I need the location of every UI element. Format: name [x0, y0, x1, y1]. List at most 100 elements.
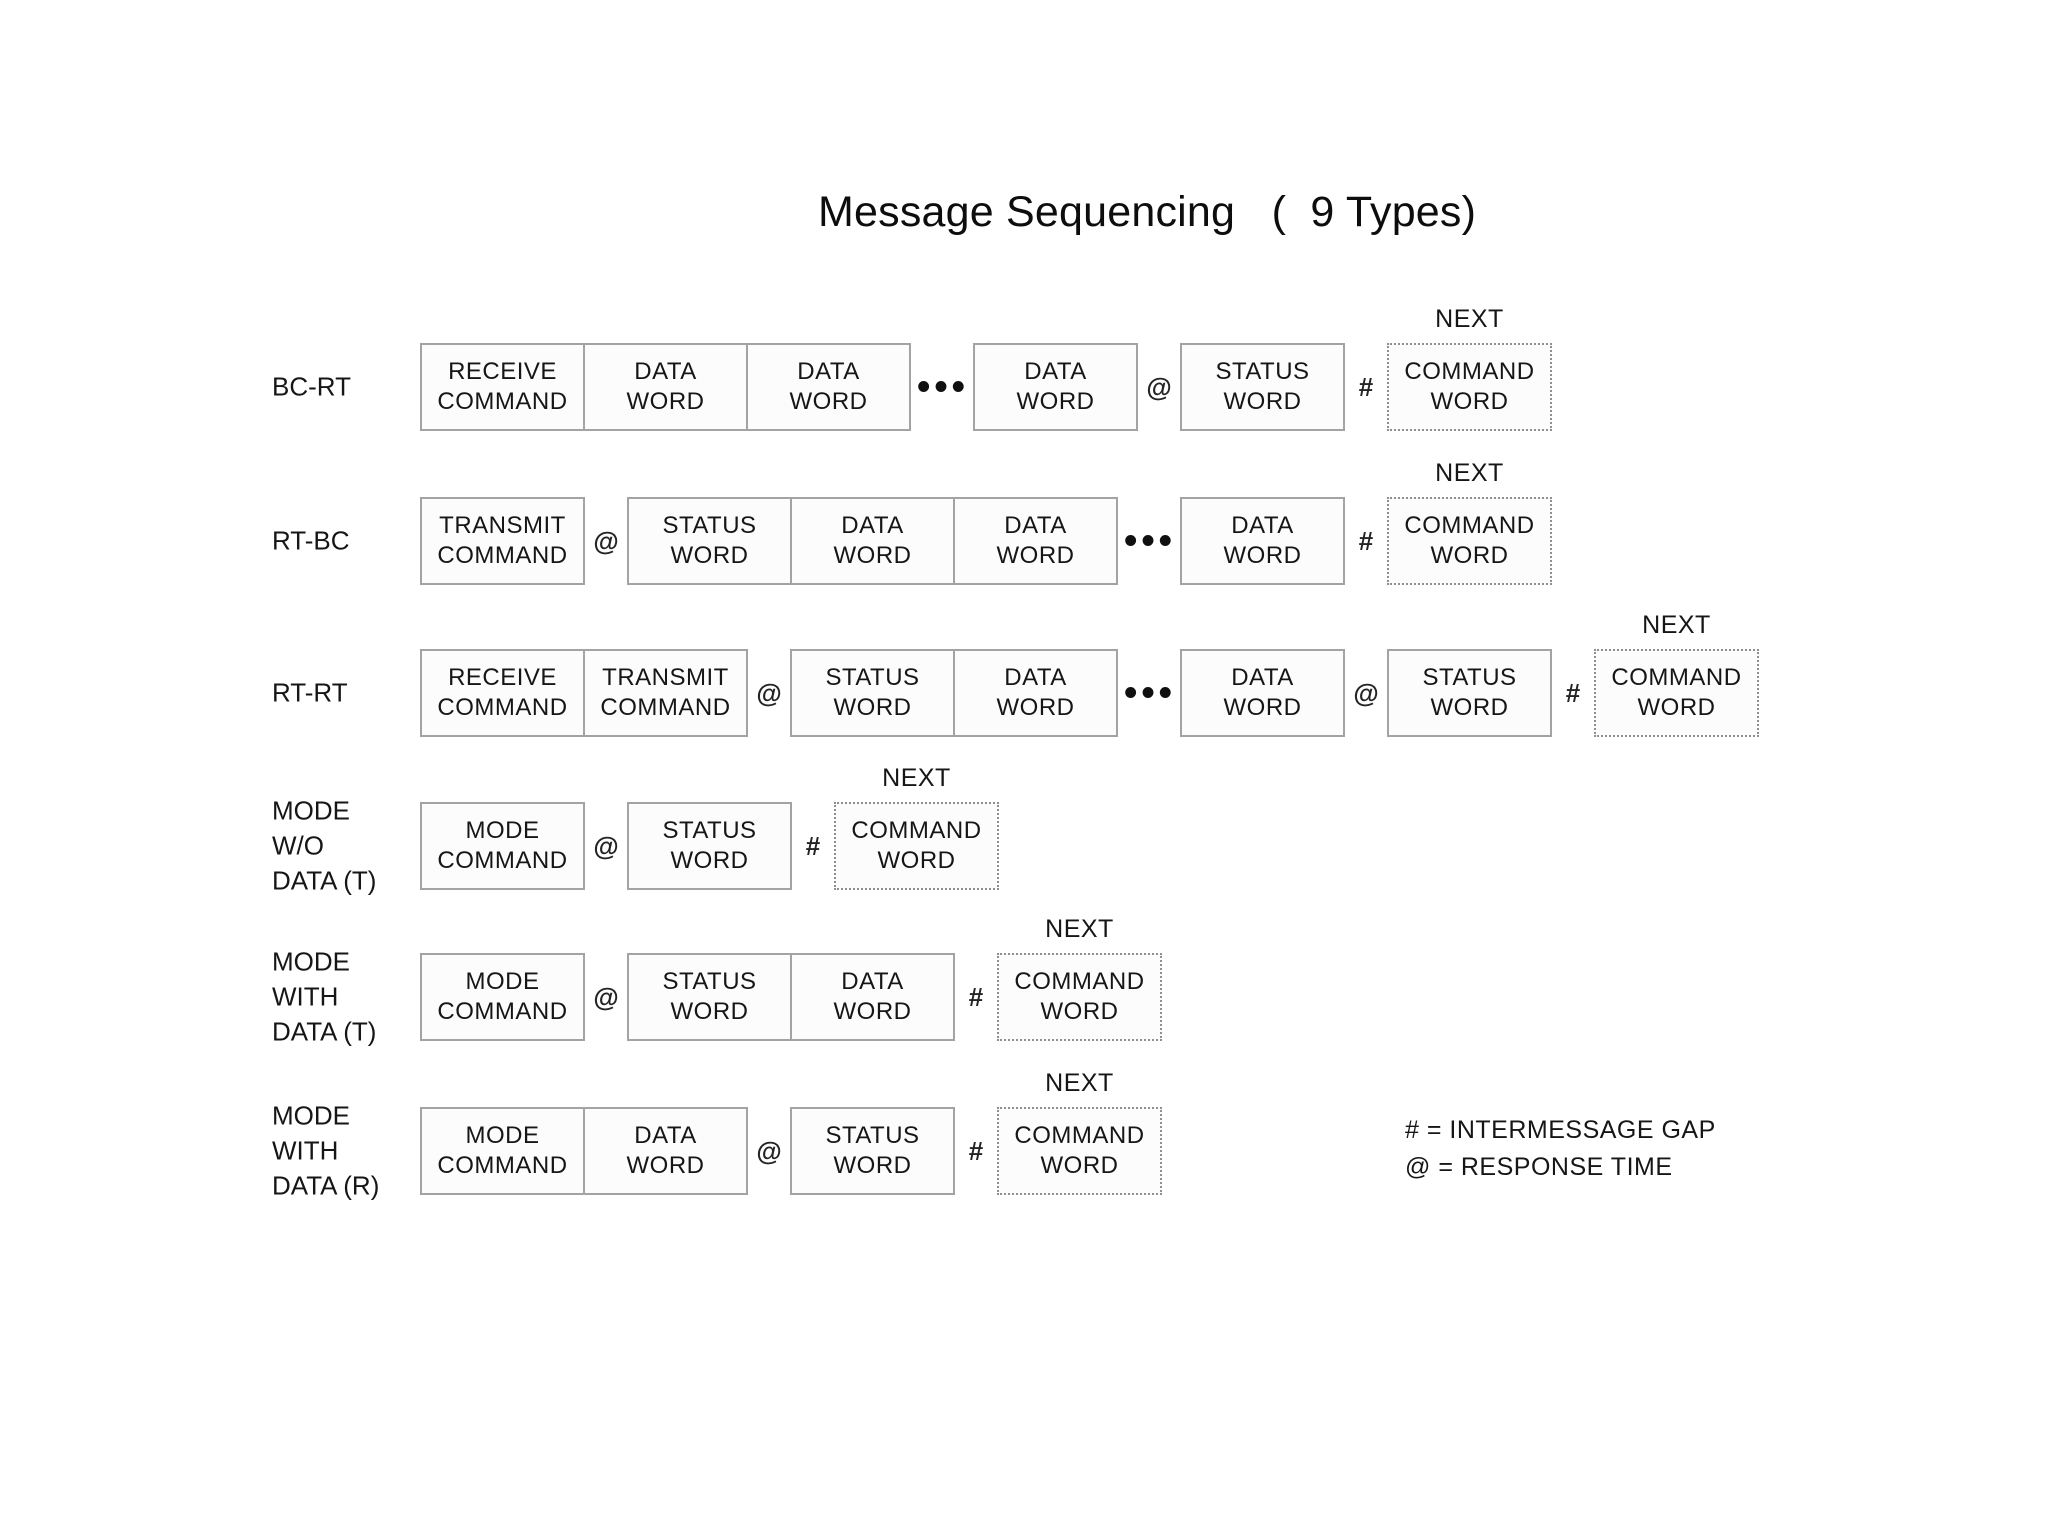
mode-command-box: MODE COMMAND: [420, 1107, 585, 1195]
transmit-command-box: TRANSMIT COMMAND: [583, 649, 748, 737]
word-box-line: MODE: [465, 1122, 540, 1149]
word-box-line: DATA: [1231, 512, 1294, 539]
word-box-line: TRANSMIT: [439, 512, 566, 539]
word-box-line: DATA: [634, 358, 697, 385]
response-time-symbol: @: [756, 677, 782, 708]
word-box-line: WORD: [1016, 388, 1095, 415]
word-box-line: COMMAND: [851, 817, 982, 844]
data-word-box: DATA WORD: [583, 343, 748, 431]
status-word-box: STATUS WORD: [1387, 649, 1552, 737]
data-word-box: DATA WORD: [1180, 497, 1345, 585]
next-label: NEXT: [1045, 915, 1114, 943]
word-box-line: WORD: [833, 998, 912, 1025]
intermessage-gap-symbol: #: [1358, 371, 1374, 402]
status-word-box: STATUS WORD: [790, 1107, 955, 1195]
next-label: NEXT: [1045, 1069, 1114, 1097]
word-box-line: STATUS: [662, 817, 757, 844]
intermessage-gap-symbol: #: [1358, 525, 1374, 556]
word-box-line: COMMAND: [1014, 968, 1145, 995]
row-label: MODE W/O DATA (T): [272, 795, 377, 896]
word-box-line: WORD: [1430, 542, 1509, 569]
word-box-line: COMMAND: [437, 694, 568, 721]
word-box-line: COMMAND: [437, 388, 568, 415]
word-box-line: DATA: [1004, 512, 1067, 539]
mode-command-box: MODE COMMAND: [420, 802, 585, 890]
word-box-line: RECEIVE: [448, 358, 557, 385]
ellipsis-dots: •••: [917, 365, 969, 408]
word-box-line: TRANSMIT: [602, 664, 729, 691]
data-word-box: DATA WORD: [1180, 649, 1345, 737]
word-box-line: COMMAND: [600, 694, 731, 721]
word-box-line: COMMAND: [437, 847, 568, 874]
response-time-symbol: @: [1353, 677, 1379, 708]
word-box-line: MODE: [465, 968, 540, 995]
word-box-line: COMMAND: [1014, 1122, 1145, 1149]
legend-intermessage-gap: # = INTERMESSAGE GAP: [1405, 1116, 1716, 1144]
word-box-line: WORD: [833, 542, 912, 569]
word-box-line: WORD: [877, 847, 956, 874]
data-word-box: DATA WORD: [973, 343, 1138, 431]
word-box-line: DATA: [841, 512, 904, 539]
word-box-line: COMMAND: [437, 998, 568, 1025]
row-label: RT-BC: [272, 525, 350, 556]
word-box-line: WORD: [1223, 542, 1302, 569]
ellipsis-dots: •••: [1124, 671, 1176, 714]
word-box-line: WORD: [670, 542, 749, 569]
data-word-box: DATA WORD: [790, 953, 955, 1041]
word-box-line: STATUS: [825, 1122, 920, 1149]
next-label: NEXT: [1642, 611, 1711, 639]
word-box-line: STATUS: [1422, 664, 1517, 691]
word-box-line: WORD: [1223, 694, 1302, 721]
word-box-line: WORD: [626, 1152, 705, 1179]
word-box-line: WORD: [833, 1152, 912, 1179]
word-box-line: WORD: [626, 388, 705, 415]
word-box-line: WORD: [1430, 694, 1509, 721]
word-box-line: WORD: [670, 998, 749, 1025]
word-box-line: WORD: [833, 694, 912, 721]
word-box-line: DATA: [1231, 664, 1294, 691]
word-box-line: MODE: [465, 817, 540, 844]
word-box-group: MODE COMMAND DATA WORD: [420, 1107, 748, 1195]
legend: # = INTERMESSAGE GAP @ = RESPONSE TIME: [1405, 1112, 1716, 1186]
command-word-box: COMMAND WORD: [834, 802, 999, 890]
next-label: NEXT: [1435, 459, 1504, 487]
word-box-line: COMMAND: [437, 542, 568, 569]
word-box-line: DATA: [1004, 664, 1067, 691]
data-word-box: DATA WORD: [583, 1107, 748, 1195]
word-box-line: DATA: [797, 358, 860, 385]
word-box-line: WORD: [996, 542, 1075, 569]
word-box-line: DATA: [1024, 358, 1087, 385]
word-box-line: DATA: [841, 968, 904, 995]
mode-command-box: MODE COMMAND: [420, 953, 585, 1041]
word-box-line: COMMAND: [437, 1152, 568, 1179]
data-word-box: DATA WORD: [790, 497, 955, 585]
word-box-line: WORD: [996, 694, 1075, 721]
response-time-symbol: @: [1146, 371, 1172, 402]
word-box-line: COMMAND: [1404, 358, 1535, 385]
word-box-line: DATA: [634, 1122, 697, 1149]
